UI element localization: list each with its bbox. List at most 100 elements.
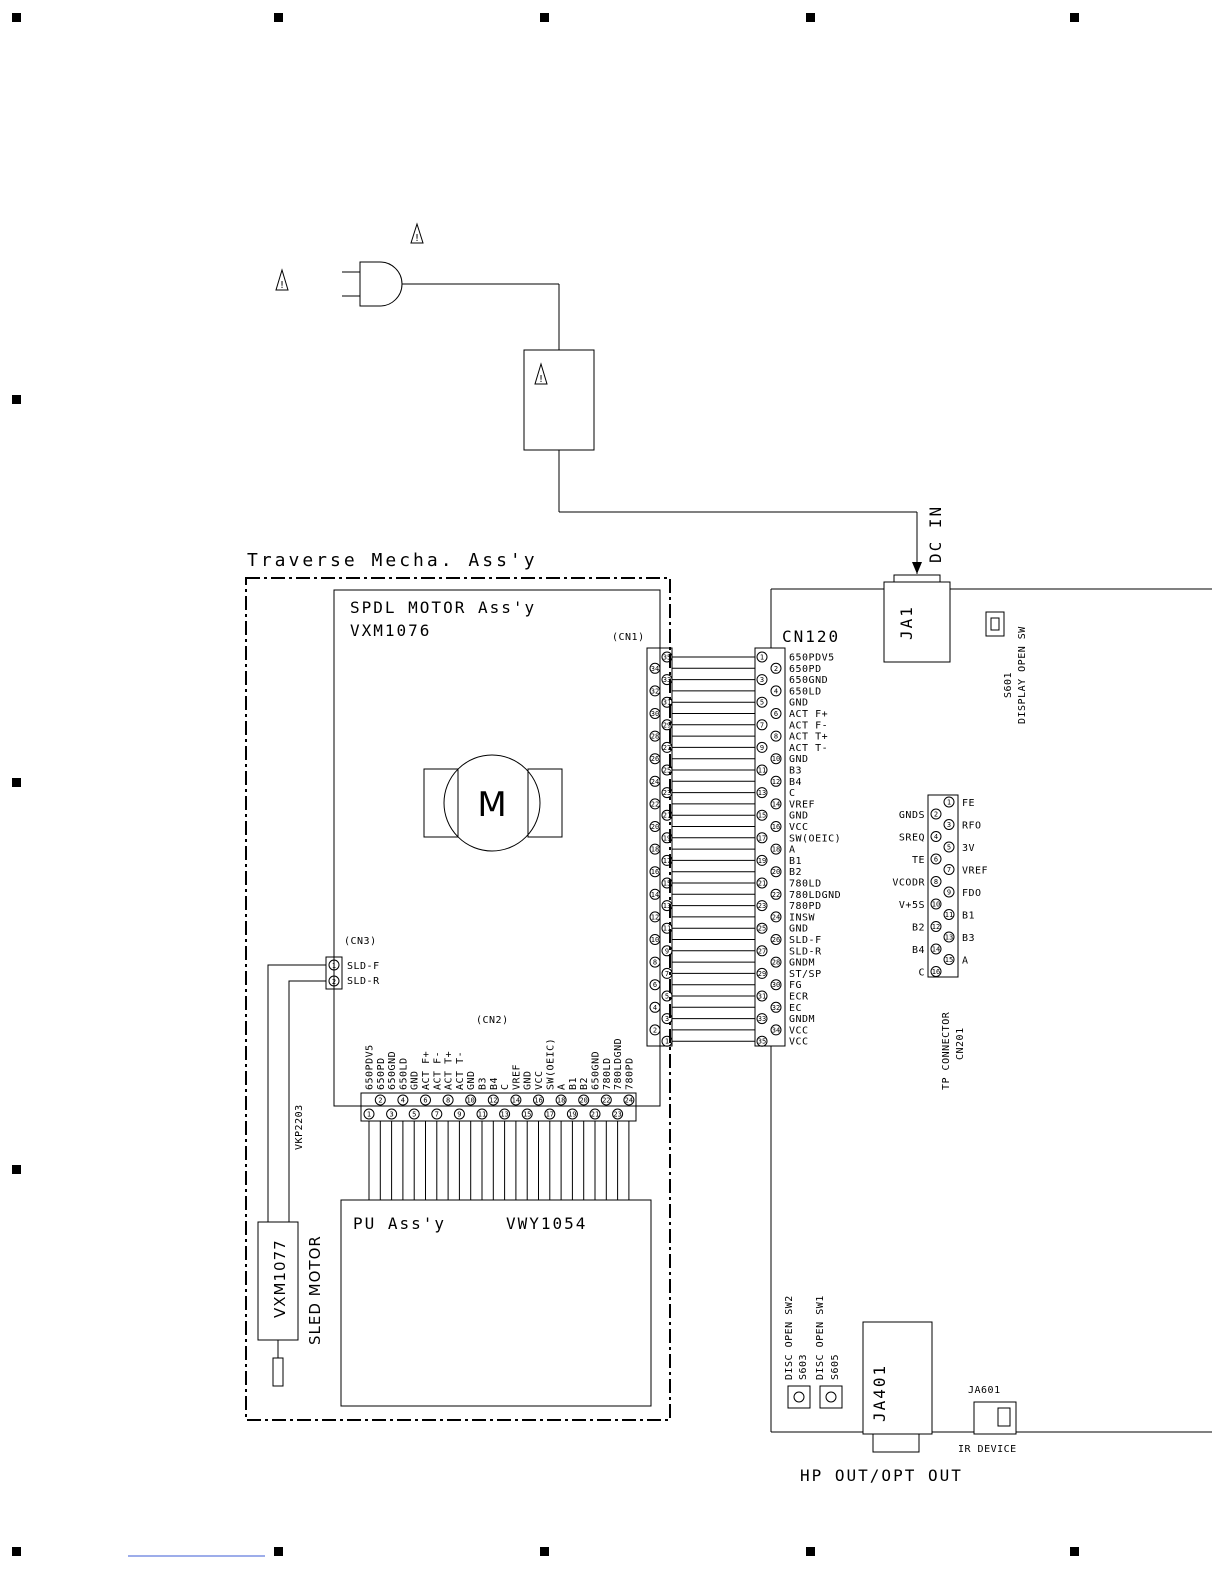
- cn120-pin: [756, 877, 768, 889]
- cn120-pin: [770, 979, 782, 991]
- cn201-left-label: C: [918, 968, 925, 979]
- cn2-pin: [476, 1108, 488, 1120]
- cn120-pin-label: GND: [789, 924, 809, 935]
- spdl-title: SPDL MOTOR Ass'y: [350, 598, 536, 617]
- cn120-pin-number: 29: [758, 970, 766, 978]
- cn2-pin: [510, 1094, 522, 1106]
- cn201-pin: [930, 966, 942, 977]
- cn201-pin: [943, 886, 955, 898]
- cn1-pin-number: 2: [653, 1026, 657, 1034]
- cn1-pin-number: 11: [663, 925, 671, 933]
- cn2-pin: [612, 1108, 624, 1120]
- cn1-pin: [661, 900, 673, 912]
- cn2-pin-number: 8: [446, 1097, 450, 1105]
- cn2-pin-number: 2: [378, 1097, 382, 1105]
- cn1-pin-number: 31: [663, 699, 671, 707]
- cn1-pin-number: 35: [663, 654, 671, 662]
- cn120-pin-label: B2: [789, 867, 802, 878]
- cn1-pin: [649, 888, 661, 900]
- cn1-pin-number: 18: [651, 846, 659, 854]
- cn120-pin: [756, 1035, 768, 1047]
- cn2-pin: [623, 1094, 635, 1106]
- cn120-pin-label: FG: [789, 980, 802, 991]
- cn2-pin-number: 9: [457, 1111, 461, 1119]
- cn1-pin-number: 22: [651, 800, 659, 808]
- cn120-pin: [756, 741, 768, 753]
- pu-block: [340, 1199, 652, 1407]
- cn2-pin: [589, 1108, 601, 1120]
- cn120-pin-number: 34: [772, 1026, 780, 1034]
- cn1-pin: [649, 753, 661, 765]
- cn120-pin: [770, 662, 782, 674]
- cn1-pin-number: 28: [651, 733, 659, 741]
- cn2-pin-label: VREF: [511, 1064, 522, 1090]
- cn2-pin: [408, 1108, 420, 1120]
- cn2-pin-label: VCC: [534, 1070, 545, 1090]
- cn120-pin-number: 27: [758, 947, 766, 955]
- cn120-pin-number: 4: [774, 687, 778, 695]
- cn2-pin-number: 18: [557, 1097, 565, 1105]
- cn120-pin-number: 2: [774, 665, 778, 673]
- cn2-pin-number: 19: [568, 1111, 576, 1119]
- cn1-pin: [649, 866, 661, 878]
- cn2-pin-label: 780PD: [624, 1057, 635, 1090]
- cn2-pin-label: SW(OEIC): [545, 1038, 556, 1090]
- cn1-pin-number: 24: [651, 778, 659, 786]
- cn1-pin: [649, 708, 661, 719]
- cn120-pin-number: 20: [772, 868, 780, 876]
- sled-cable-label: VKP2203: [294, 1104, 305, 1150]
- main-board-outline: [770, 588, 1212, 1433]
- cn120-pin-label: GND: [789, 698, 809, 709]
- cn2-pin-label: GND: [410, 1070, 421, 1090]
- pu-title: PU Ass'y: [353, 1214, 446, 1233]
- cn120-pin: [770, 866, 782, 878]
- cn120-pin: [770, 1024, 782, 1036]
- cn1-pin: [661, 651, 673, 663]
- cn2-pin-number: 6: [423, 1097, 427, 1105]
- cn120-pin-label: VCC: [789, 1037, 809, 1048]
- cn1-pin: [649, 979, 661, 991]
- cn120-pin-label: B3: [789, 766, 802, 777]
- cn1-pin-number: 30: [651, 710, 659, 718]
- cn201-pin: [930, 921, 942, 932]
- cn120-pin-number: 21: [758, 880, 766, 888]
- cn2-pin-label: ACT F-: [432, 1051, 443, 1090]
- cn120-pin-number: 19: [758, 857, 766, 865]
- cn1-pin-number: 4: [653, 1004, 657, 1012]
- spdl-motor-block: [333, 589, 661, 1107]
- cn2-pin: [374, 1094, 386, 1106]
- cn120-pin: [770, 775, 782, 787]
- cn1-pin-number: 10: [651, 936, 659, 944]
- cn120-pin-label: VREF: [789, 799, 815, 810]
- cn201-right-label: RFO: [962, 821, 982, 832]
- cn120-pin-number: 18: [772, 846, 780, 854]
- cn2-pin: [600, 1094, 612, 1106]
- cn201-right-label: B3: [962, 933, 975, 944]
- cn120-pin-number: 11: [758, 767, 766, 775]
- sled-motor-part: VXM1077: [271, 1239, 289, 1318]
- cn1-pin-number: 5: [665, 993, 669, 1001]
- pu-part: VWY1054: [506, 1214, 587, 1233]
- cn2-pin-label: 780LD: [602, 1057, 613, 1090]
- cn120-pin: [770, 730, 782, 742]
- s601-switch: [985, 611, 1005, 637]
- warning-icon-1: !: [410, 222, 424, 244]
- cn120-pin-number: 25: [758, 925, 766, 933]
- motor-symbol: M: [423, 754, 563, 852]
- cn120-pin-number: 13: [758, 789, 766, 797]
- cn1-pin-number: 13: [663, 902, 671, 910]
- cn1-pin-number: 33: [663, 676, 671, 684]
- cn201-pin-number: 13: [945, 934, 953, 942]
- cn1-pin-number: 6: [653, 981, 657, 989]
- cn120-pin-label: 780LDGND: [789, 890, 841, 901]
- cn1-pin: [661, 1013, 673, 1025]
- s605-name: DISC OPEN SW1: [815, 1295, 826, 1380]
- cn2-pin: [555, 1094, 567, 1106]
- cn120-pin-label: ECR: [789, 992, 809, 1003]
- cn2-pin: [363, 1108, 375, 1120]
- ja1-jack: [883, 574, 951, 663]
- cn120-pin-label: ACT F+: [789, 709, 828, 720]
- dc-in-label: DC IN: [926, 505, 945, 563]
- registration-marks: [12, 13, 1079, 1557]
